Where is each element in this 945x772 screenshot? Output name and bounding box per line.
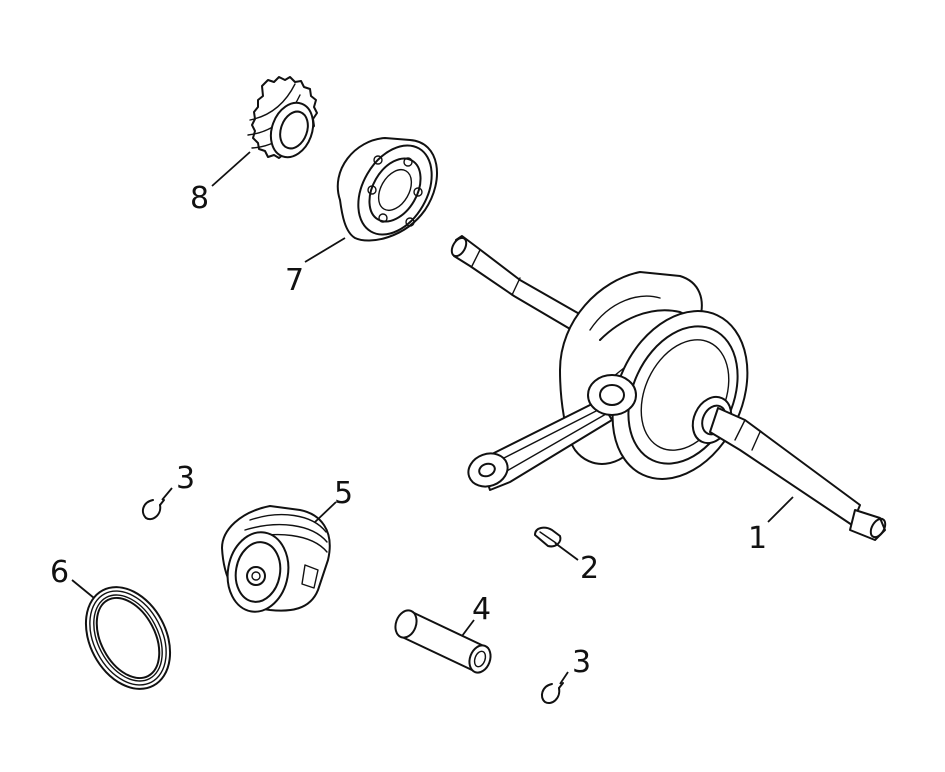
crankshaft-assembly-part <box>450 235 887 541</box>
leader-line-7 <box>304 237 346 263</box>
piston-pin-clip-part <box>141 499 165 521</box>
leader-line-1 <box>767 496 794 523</box>
callout-1: 1 <box>748 521 767 556</box>
callout-8: 8 <box>190 181 209 216</box>
leader-line-3a <box>161 487 173 501</box>
piston-ring-set-part <box>84 586 172 690</box>
piston-pin-part <box>394 609 492 674</box>
callout-3a: 3 <box>176 461 195 496</box>
piston-pin-clip-part-2 <box>540 682 564 704</box>
leader-line-3b <box>559 671 569 685</box>
leader-line-2 <box>554 542 579 561</box>
leader-line-4 <box>461 619 475 637</box>
callout-5: 5 <box>334 476 353 511</box>
leader-line-5 <box>314 501 337 523</box>
timing-sprocket-part <box>247 76 318 159</box>
callout-2: 2 <box>580 551 599 586</box>
ball-bearing-part <box>336 137 438 242</box>
piston-part <box>221 505 331 613</box>
callout-7: 7 <box>285 263 304 298</box>
callout-6: 6 <box>50 555 69 590</box>
callout-4: 4 <box>472 592 491 627</box>
leader-line-6 <box>71 579 95 599</box>
leader-line-8 <box>211 151 251 187</box>
woodruff-key-part <box>534 526 562 548</box>
callout-3b: 3 <box>572 645 591 680</box>
